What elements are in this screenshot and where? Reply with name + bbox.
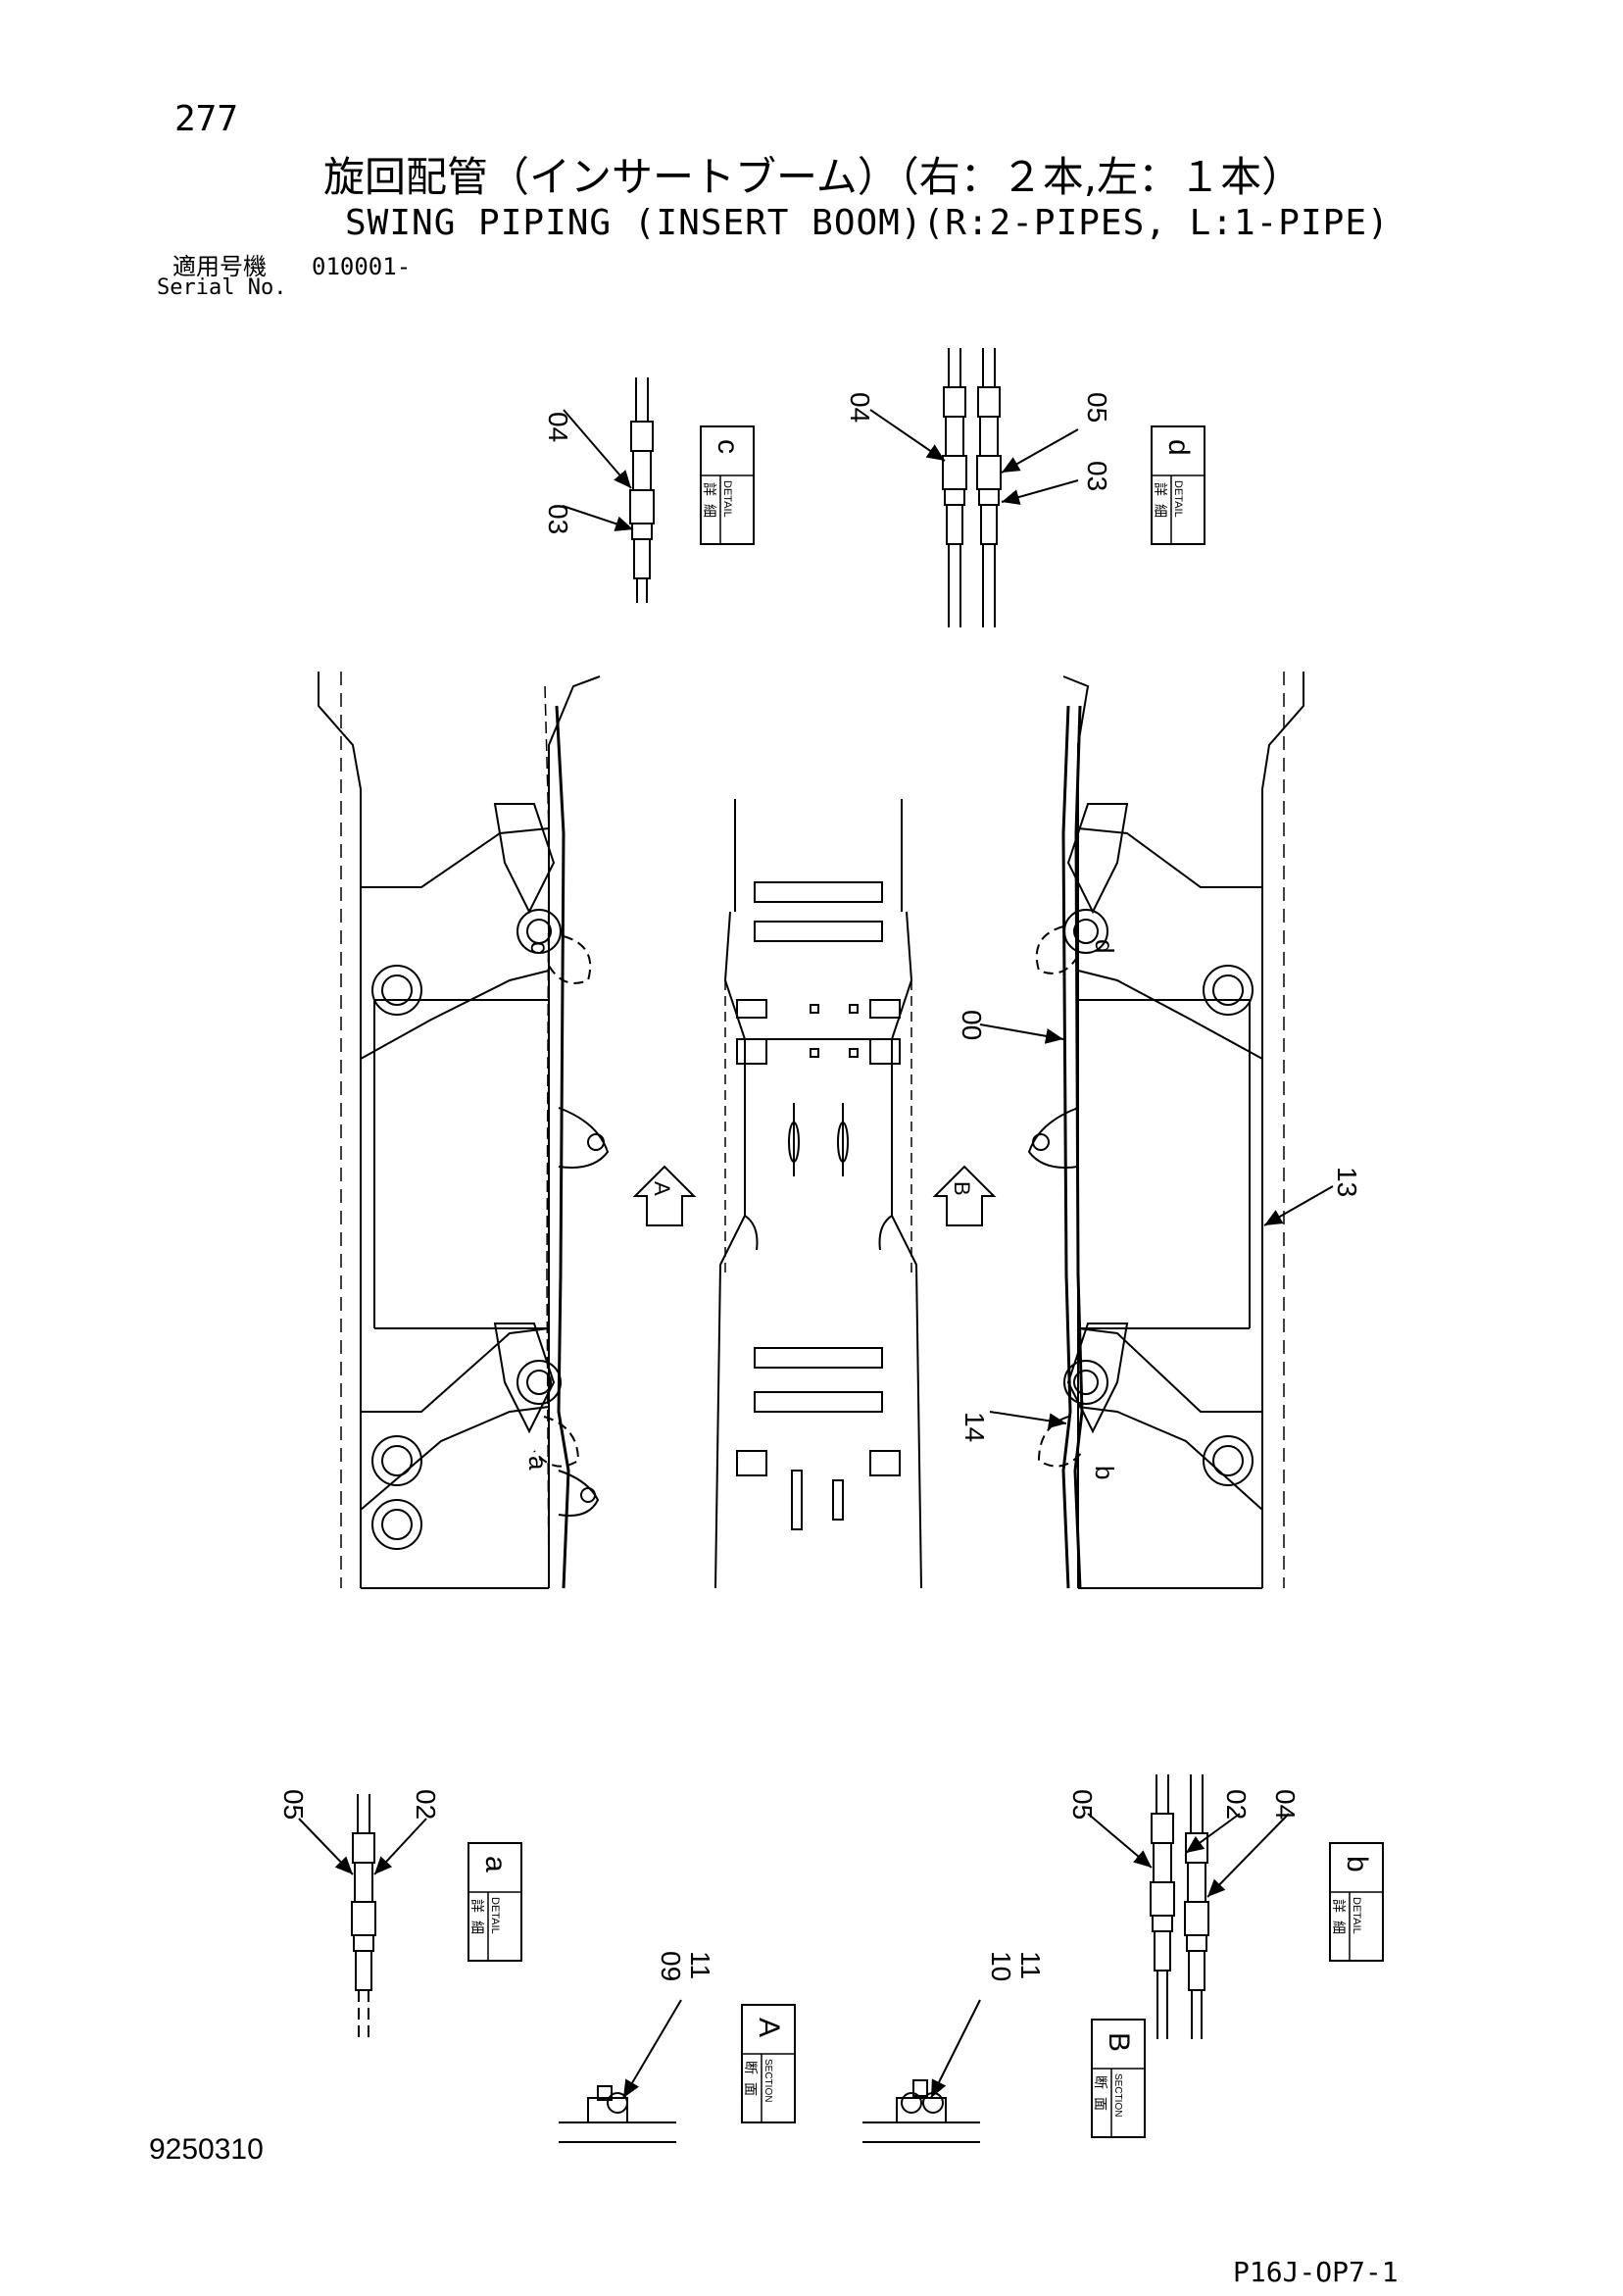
svg-text:詳: 詳 — [1153, 482, 1168, 496]
svg-text:c: c — [712, 439, 744, 454]
svg-text:DETAIL: DETAIL — [489, 1897, 501, 1934]
section-B-label: B 断 面 SECTION — [1091, 2019, 1146, 2138]
callout-sB-11: 11 — [1015, 1951, 1046, 1979]
svg-text:d: d — [1162, 439, 1195, 456]
svg-text:断: 断 — [743, 2061, 759, 2074]
svg-text:細: 細 — [469, 1921, 485, 1934]
boom-center-view — [714, 799, 922, 1589]
callout-a-05: 05 — [278, 1789, 309, 1820]
svg-text:詳: 詳 — [1331, 1899, 1347, 1913]
detail-d-drawing — [869, 348, 1079, 627]
svg-text:DETAIL: DETAIL — [1351, 1897, 1362, 1934]
svg-text:SECTION: SECTION — [1112, 2073, 1123, 2117]
svg-text:a: a — [479, 1856, 512, 1872]
boom-right-view — [979, 672, 1334, 1589]
callout-a-02: 02 — [411, 1789, 441, 1820]
page-code: P16J-OP7-1 — [1233, 2256, 1399, 2288]
serial-label-japanese: 適用号機 — [172, 253, 267, 280]
svg-text:面: 面 — [1093, 2097, 1108, 2111]
section-A-drawing — [559, 1999, 682, 2143]
callout-b-02: 02 — [1221, 1789, 1252, 1820]
svg-text:DETAIL: DETAIL — [721, 480, 733, 518]
svg-text:面: 面 — [743, 2082, 759, 2096]
document-number: 9250310 — [149, 2133, 264, 2166]
callout-sB-10: 10 — [986, 1951, 1016, 1981]
page-number: 277 — [174, 99, 239, 139]
callout-main-b: b — [1090, 1466, 1119, 1479]
svg-text:A: A — [753, 2018, 785, 2037]
svg-text:b: b — [1341, 1856, 1373, 1872]
detail-b-drawing — [1087, 1774, 1290, 2039]
section-arrow-A: A — [632, 1165, 697, 1226]
detail-b-label: b 詳 細 DETAIL — [1329, 1842, 1384, 1962]
callout-d-05: 05 — [1082, 392, 1112, 423]
svg-text:細: 細 — [1331, 1921, 1347, 1934]
svg-text:詳: 詳 — [469, 1899, 485, 1913]
title-japanese: 旋回配管（インサートブーム）（右：２本,左：１本） — [323, 153, 1303, 201]
callout-main-14: 14 — [959, 1412, 990, 1442]
svg-text:SECTION: SECTION — [762, 2059, 773, 2102]
svg-text:細: 細 — [702, 504, 717, 518]
detail-c-label: c 詳 細 DETAIL — [700, 425, 755, 545]
serial-number-value: 010001- — [312, 253, 412, 280]
svg-text:B: B — [1103, 2032, 1135, 2052]
svg-text:A: A — [650, 1181, 674, 1196]
callout-main-a: a — [523, 1456, 553, 1471]
detail-a-label: a 詳 細 DETAIL — [467, 1842, 522, 1962]
section-B-drawing — [862, 1999, 981, 2143]
detail-d-label: d 詳 細 DETAIL — [1151, 425, 1205, 545]
section-arrow-B: B — [932, 1165, 997, 1226]
svg-text:B: B — [950, 1181, 974, 1196]
serial-label-english: Serial No. — [157, 275, 287, 300]
title-english: SWING PIPING (INSERT BOOM)(R:2-PIPES, L:… — [345, 203, 1390, 243]
callout-d-04: 04 — [845, 392, 875, 423]
callout-d-03: 03 — [1082, 461, 1112, 491]
svg-text:細: 細 — [1153, 504, 1168, 518]
callout-c-04: 04 — [543, 412, 573, 442]
section-A-label: A 断 面 SECTION — [741, 2004, 796, 2123]
callout-sA-11: 11 — [685, 1951, 715, 1979]
callout-sA-09: 09 — [656, 1951, 686, 1981]
callout-b-05: 05 — [1067, 1789, 1098, 1820]
callout-main-00: 00 — [957, 1010, 987, 1040]
detail-c-drawing — [562, 377, 655, 603]
svg-text:DETAIL: DETAIL — [1172, 480, 1184, 518]
callout-b-04: 04 — [1270, 1789, 1301, 1820]
callout-main-13: 13 — [1332, 1167, 1362, 1197]
svg-text:詳: 詳 — [702, 482, 717, 496]
callout-main-c: c — [525, 941, 555, 954]
svg-text:断: 断 — [1093, 2075, 1108, 2089]
detail-a-drawing — [298, 1794, 427, 2039]
boom-left-view — [318, 672, 610, 1589]
callout-main-d: d — [1090, 939, 1119, 953]
callout-c-03: 03 — [543, 504, 573, 534]
